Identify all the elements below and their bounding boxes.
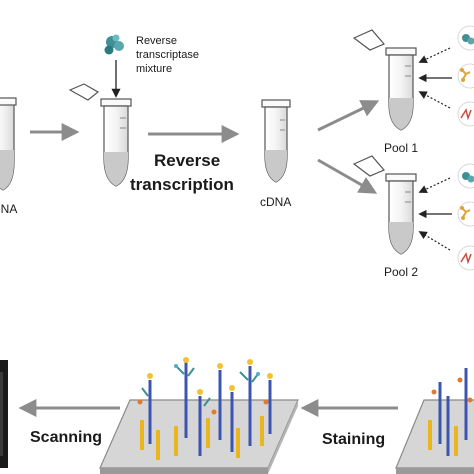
scanner-icon <box>0 360 8 468</box>
enzyme-label-line1: Reverse <box>136 35 177 47</box>
enzyme-label-line3: mixture <box>136 63 172 75</box>
array-chip-icon <box>395 368 474 474</box>
reagent-arrow <box>418 231 451 251</box>
scanning-label: Scanning <box>30 429 102 446</box>
pool1-label: Pool 1 <box>384 141 418 155</box>
reagent-arrow <box>418 177 451 193</box>
flow-arrow-pool2 <box>317 158 378 194</box>
array-chip-icon <box>99 357 299 474</box>
flow-arrow-pool1 <box>317 100 380 132</box>
cdna-label: cDNA <box>260 195 291 209</box>
pool2-label: Pool 2 <box>384 265 418 279</box>
left-cdna-label: cDNA <box>0 202 17 216</box>
enzyme-label-line2: transcriptase <box>136 49 199 61</box>
enzyme-icon <box>457 25 474 51</box>
tube-icon <box>68 83 132 187</box>
tube-icon <box>261 99 291 183</box>
probe-icon <box>457 201 474 227</box>
probe-icon <box>457 101 474 127</box>
reagent-arrow <box>418 91 451 109</box>
tube-icon <box>0 97 17 191</box>
reverse-transcription-line1: Reverse <box>154 151 220 170</box>
enzyme-icon <box>457 163 474 189</box>
enzyme-icon <box>104 34 124 55</box>
probe-icon <box>457 245 474 271</box>
reagent-arrow <box>418 47 451 63</box>
tube-icon <box>352 29 417 131</box>
staining-label: Staining <box>322 431 385 448</box>
probe-icon <box>137 357 273 415</box>
reverse-transcription-line2: transcription <box>130 175 234 194</box>
tube-icon <box>352 155 417 255</box>
probe-icon <box>457 63 474 89</box>
